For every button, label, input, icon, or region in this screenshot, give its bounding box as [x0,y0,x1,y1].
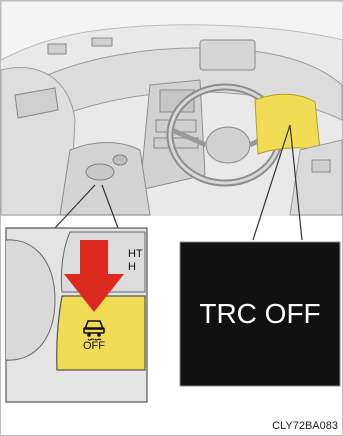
trc-off-indicator-text: TRC OFF [199,298,320,329]
neighbor-button-text-1: HT [128,248,143,260]
figure-reference-code: CLY72BA083 [272,420,338,432]
switch-off-label: OFF [83,340,105,352]
display-inset: TRC OFF [180,242,340,386]
vehicle-interior-drawing [1,1,343,216]
neighbor-button-text-2: H [128,261,136,273]
switch-closeup-inset: HT H OFF [6,228,147,402]
